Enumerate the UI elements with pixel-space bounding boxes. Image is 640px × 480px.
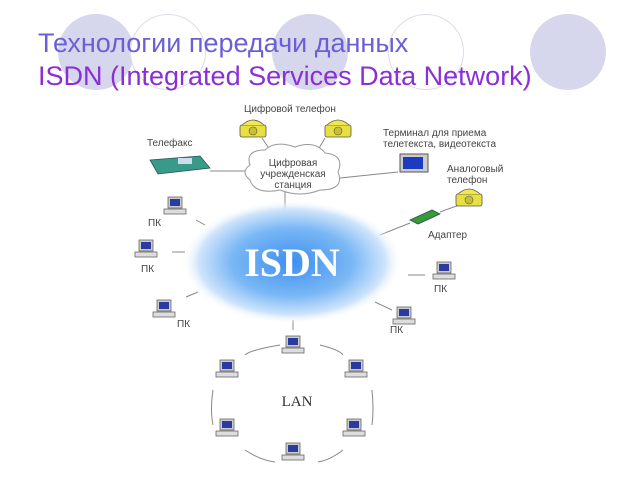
pc-label: ПК [148, 218, 161, 229]
decor-circle [58, 14, 134, 90]
station-label: учрежденская [260, 169, 325, 180]
decor-circle [530, 14, 606, 90]
analog-phone-label: телефон [447, 174, 487, 186]
analog-phone-icon [455, 188, 483, 207]
lan-pc-icon [281, 442, 305, 461]
pc-label: ПК [390, 325, 403, 336]
pc-icon [432, 261, 456, 280]
lan-pc-icon [344, 359, 368, 378]
pc-icon [134, 239, 158, 258]
pc-icon [163, 196, 187, 215]
decor-circle [388, 14, 464, 90]
station-label: станция [274, 180, 311, 191]
terminal-label: телетекста, видеотекста [383, 139, 496, 150]
fax-icon [149, 155, 211, 175]
analog-phone-label: Аналоговый [447, 164, 503, 175]
decor-circle [272, 14, 348, 90]
pc-label: ПК [177, 319, 190, 330]
pc-icon [392, 306, 416, 325]
station-label: Цифровая [269, 157, 318, 169]
slide-title-line1: Технологии передачи данных [38, 28, 409, 58]
pc-icon [152, 299, 176, 318]
lan-pc-icon [215, 359, 239, 378]
pc-label: ПК [141, 264, 154, 275]
adapter-icon [409, 209, 441, 225]
fax-label: Телефакс [147, 137, 192, 149]
digital-phone-icon [239, 119, 267, 138]
digital-phone-label: Цифровой телефон [244, 103, 336, 115]
adapter-label: Адаптер [428, 230, 468, 241]
terminal-icon [399, 153, 429, 173]
isdn-cloud [182, 200, 402, 324]
pc-nodes: ПК ПК ПК ПК ПК [134, 196, 456, 336]
decor-circle [130, 14, 206, 90]
lan-pc-icon [281, 335, 305, 354]
isdn-label: ISDN [244, 240, 340, 285]
terminal-label: Терминал для приема [383, 128, 487, 139]
slide-title-line2: ISDN (Integrated Services Data Network) [38, 61, 532, 91]
pc-label: ПК [434, 284, 447, 295]
digital-phone-icon [324, 119, 352, 138]
station-cloud [244, 143, 341, 195]
lan-label: LAN [282, 394, 313, 410]
lan-ring: LAN [215, 335, 368, 461]
lan-pc-icon [342, 418, 366, 437]
lan-pc-icon [215, 418, 239, 437]
